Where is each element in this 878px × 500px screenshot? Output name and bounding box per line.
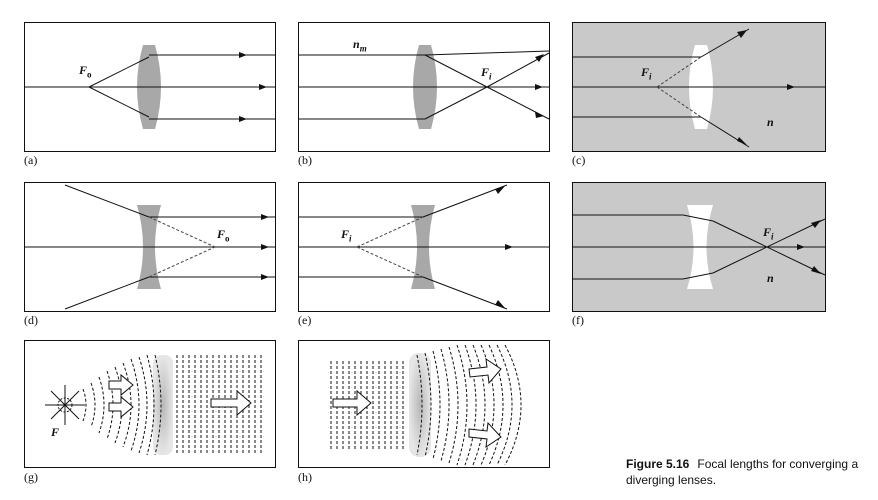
ray: [88, 86, 150, 118]
ray: [712, 220, 826, 276]
arrow: [535, 84, 543, 90]
panel-d-diagram: [25, 184, 275, 310]
panel-d: Fo: [24, 182, 276, 312]
arrow: [737, 30, 747, 38]
ray: [682, 214, 714, 222]
panel-g: F: [24, 340, 276, 468]
focal-label: Fo: [217, 227, 230, 244]
focal-label: Fi: [481, 65, 492, 82]
focal-label: F: [51, 425, 60, 439]
panel-c: Fi n: [572, 22, 826, 152]
panel-f: Fi n: [572, 182, 826, 312]
arrow: [261, 214, 269, 220]
focal-label: Fi: [641, 65, 652, 82]
figure-caption: Figure 5.16 Focal lengths for converging …: [626, 456, 878, 488]
caption-text: Focal lengths for converging a: [697, 457, 859, 471]
panel-label-b: (b): [298, 153, 312, 167]
ray: [64, 276, 150, 310]
panel-a: Fo: [24, 22, 276, 152]
panel-label-d: (d): [24, 313, 38, 327]
focal-label: Fi: [763, 225, 774, 242]
panel-label-a: (a): [24, 153, 38, 167]
propagation-arrow: [468, 357, 502, 385]
panel-c-diagram: [573, 28, 825, 148]
panel-b: nm Fi: [298, 22, 550, 152]
virtual-ray: [356, 216, 424, 248]
arrow: [239, 116, 247, 122]
arrow: [737, 137, 747, 145]
propagation-arrow: [108, 373, 134, 397]
arrow: [239, 52, 247, 58]
arrow: [797, 244, 805, 250]
arrow: [787, 84, 795, 90]
virtual-ray: [148, 246, 216, 278]
medium-label: n: [767, 271, 774, 285]
ray: [424, 54, 488, 88]
medium-label: n: [767, 115, 774, 129]
ray: [424, 50, 550, 56]
point-source: [45, 385, 85, 425]
propagation-arrow: [108, 395, 134, 419]
arrow: [261, 274, 269, 280]
panel-label-c: (c): [572, 153, 586, 167]
panel-b-diagram: [299, 45, 550, 129]
panel-h: [298, 340, 550, 468]
panel-label-f: (f): [572, 313, 584, 327]
arrow: [505, 244, 513, 250]
lens-region: [153, 355, 173, 455]
figure-number: Figure 5.16: [626, 457, 690, 471]
virtual-ray: [148, 216, 216, 248]
panel-a-diagram: [25, 45, 275, 129]
ray: [424, 86, 488, 120]
arrow: [811, 266, 821, 274]
arrow: [811, 220, 821, 228]
caption-text-line2: diverging lenses.: [626, 473, 717, 487]
lens-region: [409, 353, 431, 457]
medium-label: nm: [353, 37, 367, 54]
arrow: [495, 186, 505, 194]
arrow: [535, 54, 544, 62]
ray: [422, 276, 508, 310]
arrow: [261, 244, 269, 250]
ray: [422, 184, 508, 218]
arrow: [495, 300, 505, 308]
arrow: [535, 112, 544, 118]
virtual-ray: [656, 86, 702, 118]
virtual-ray: [356, 246, 424, 278]
ray: [64, 184, 150, 218]
focal-label: Fi: [341, 227, 352, 244]
panel-h-diagram: [330, 344, 522, 466]
propagation-arrow: [468, 421, 502, 449]
focal-label: Fo: [79, 63, 92, 80]
ray: [88, 56, 150, 88]
panel-label-g: (g): [24, 470, 38, 484]
virtual-ray: [656, 56, 702, 88]
panel-g-diagram: [45, 354, 262, 456]
ray: [712, 218, 826, 274]
panel-label-h: (h): [298, 470, 312, 484]
ray: [682, 272, 714, 280]
propagation-arrow: [332, 389, 372, 417]
panel-f-diagram: [573, 205, 826, 289]
spherical-wavefronts: [416, 344, 522, 466]
panel-e: Fi: [298, 182, 550, 312]
panel-label-e: (e): [298, 313, 312, 327]
propagation-arrow: [210, 389, 252, 417]
panel-e-diagram: [299, 184, 549, 310]
arrow: [259, 84, 267, 90]
